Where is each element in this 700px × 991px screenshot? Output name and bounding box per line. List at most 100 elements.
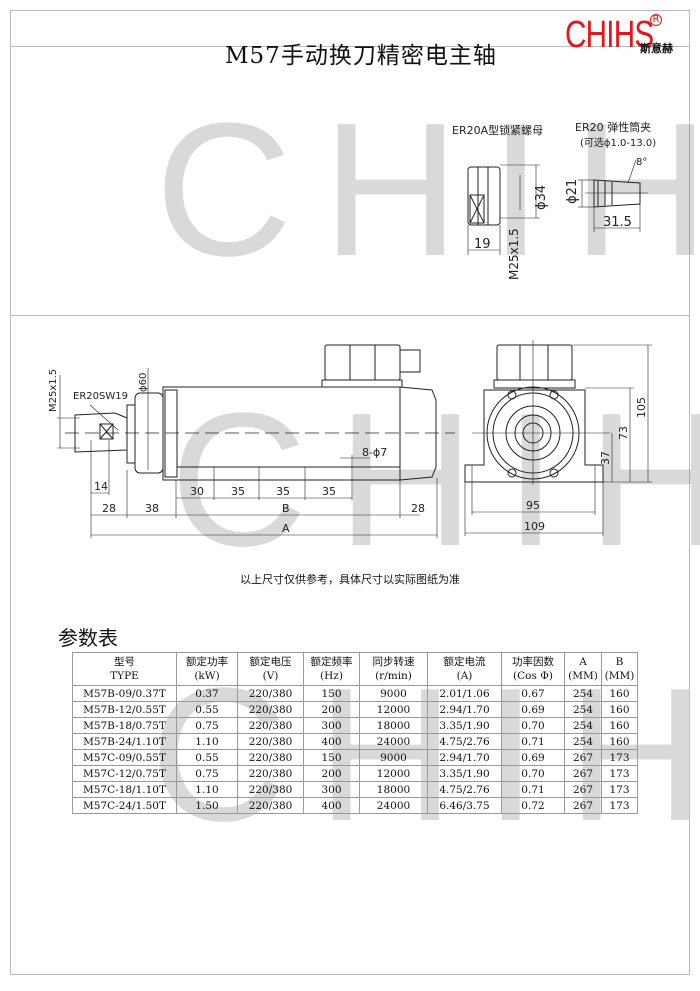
table-cell: 0.37: [176, 685, 238, 702]
table-cell: 0.70: [501, 717, 565, 734]
column-header-line: 同步转速: [372, 656, 415, 668]
table-cell: M57C-24/1.50T: [72, 797, 177, 814]
table-cell: 173: [601, 765, 638, 782]
table-cell: 173: [601, 781, 638, 798]
table-cell: 1.10: [176, 781, 238, 798]
table-cell: 0.55: [176, 701, 238, 718]
column-header: B(MM): [601, 652, 638, 686]
table-cell: 150: [303, 749, 360, 766]
table-cell: 3.35/1.90: [427, 765, 502, 782]
dim-35: 35: [231, 485, 245, 498]
dim-37: 37: [599, 451, 612, 465]
dim-B: B: [282, 502, 290, 515]
table-cell: 200: [303, 701, 360, 718]
dim-35: 35: [322, 485, 336, 498]
spindle-front-view: [464, 340, 652, 536]
table-cell: M57B-18/0.75T: [72, 717, 177, 734]
column-header-line: (MM): [568, 670, 598, 682]
table-cell: 267: [564, 781, 602, 798]
table-cell: 0.69: [501, 701, 565, 718]
table-cell: 220/380: [237, 733, 304, 750]
dim-109: 109: [524, 520, 545, 533]
table-cell: M57B-09/0.37T: [72, 685, 177, 702]
thread-label: M25x1.5: [48, 369, 59, 412]
nut-label: ER20A型锁紧螺母: [452, 123, 543, 137]
column-header-line: 型号: [114, 656, 135, 668]
collet-label: ER20 弹性筒夹: [575, 120, 651, 134]
table-cell: 4.75/2.76: [427, 781, 502, 798]
table-cell: 0.55: [176, 749, 238, 766]
table-cell: 267: [564, 749, 602, 766]
lock-nut-drawing: [467, 164, 540, 255]
table-cell: 0.69: [501, 749, 565, 766]
divider: [10, 315, 690, 316]
table-cell: 173: [601, 749, 638, 766]
table-cell: 220/380: [237, 749, 304, 766]
nut-dia-label: ϕ34: [534, 185, 549, 210]
column-header: 同步转速 (r/min): [359, 652, 428, 686]
table-cell: 220/380: [237, 685, 304, 702]
dim-14: 14: [94, 480, 108, 493]
column-header-line: 额定电流: [443, 656, 486, 668]
column-header: 额定电流(A): [427, 652, 502, 686]
table-cell: 0.67: [501, 685, 565, 702]
dim-73: 73: [617, 426, 630, 440]
table-cell: 300: [303, 717, 360, 734]
watermark: CHIHS: [155, 84, 700, 296]
column-header-line: 额定频率: [310, 656, 353, 668]
holes-label: 8-ϕ7: [362, 446, 387, 459]
table-cell: 0.71: [501, 781, 565, 798]
table-cell: 12000: [359, 765, 428, 782]
column-header-line: (r/min): [375, 670, 412, 682]
table-cell: 18000: [359, 717, 428, 734]
divider: [10, 46, 690, 47]
table-cell: 1.10: [176, 733, 238, 750]
collet-length-label: 31.5: [603, 215, 632, 230]
dim-A: A: [282, 522, 290, 535]
table-cell: 200: [303, 765, 360, 782]
table-cell: 18000: [359, 781, 428, 798]
table-cell: 400: [303, 733, 360, 750]
column-header-line: 额定功率: [186, 656, 228, 668]
dimension-note: 以上尺寸仅供参考，具体尺寸以实际图纸为准: [240, 573, 460, 586]
column-header: 额定功率(kW): [176, 652, 238, 686]
nut-width-label: 19: [474, 237, 491, 252]
table-cell: 0.75: [176, 717, 238, 734]
table-cell: 160: [601, 701, 638, 718]
collet-drawing: [578, 159, 648, 232]
table-cell: 220/380: [237, 797, 304, 814]
nut-model-label: ER20SW19: [73, 391, 128, 402]
column-header-line: (V): [262, 670, 279, 682]
collet-option: (可选ϕ1.0-13.0): [580, 136, 656, 149]
table-cell: 2.94/1.70: [427, 701, 502, 718]
column-header-line: 功率因数: [512, 656, 554, 668]
table-cell: M57B-24/1.10T: [72, 733, 177, 750]
table-cell: 6.46/3.75: [427, 797, 502, 814]
table-cell: 400: [303, 797, 360, 814]
table-cell: 12000: [359, 701, 428, 718]
column-header: 额定频率(Hz): [303, 652, 360, 686]
page-frame: [10, 10, 690, 975]
table-cell: 24000: [359, 733, 428, 750]
dim-28-front: 28: [102, 502, 116, 515]
page-title: M57手动换刀精密电主轴: [225, 43, 497, 69]
spindle-side-view: [57, 344, 455, 538]
table-cell: 1.50: [176, 797, 238, 814]
table-cell: 220/380: [237, 717, 304, 734]
column-header-line: 额定电压: [249, 656, 292, 668]
column-header-line: B: [615, 656, 624, 668]
table-cell: 4.75/2.76: [427, 733, 502, 750]
table-cell: 0.71: [501, 733, 565, 750]
flange-dia-label: ϕ60: [138, 373, 149, 392]
table-cell: 9000: [359, 685, 428, 702]
